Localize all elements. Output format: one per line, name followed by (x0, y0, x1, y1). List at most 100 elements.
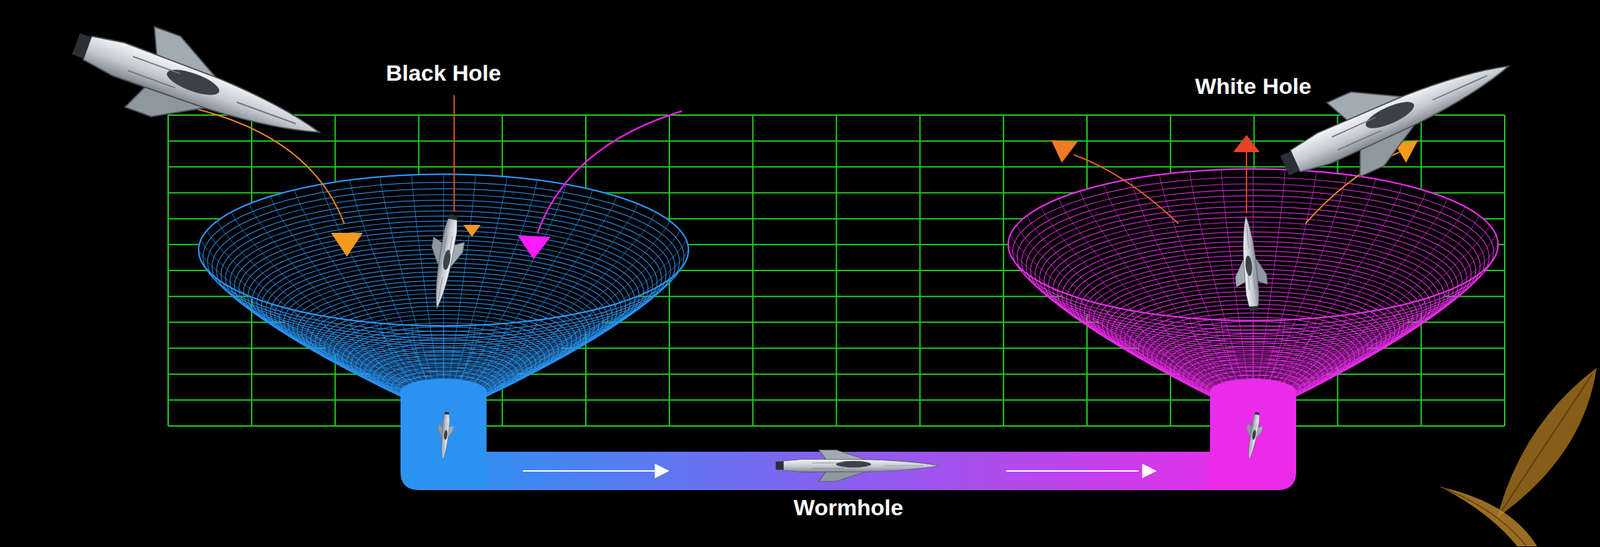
funnel-mesh-line (411, 325, 439, 406)
funnel-mesh-line (465, 184, 567, 382)
funnel-mesh-line (460, 320, 538, 406)
funnel-mesh-line (1283, 191, 1427, 384)
funnel-mesh-line (1130, 179, 1232, 382)
feather-watermark (1440, 487, 1538, 547)
funnel-mesh-line (1058, 198, 1219, 385)
grid-line (168, 399, 1505, 402)
direction-triangle (330, 233, 363, 257)
funnel-mesh-line (1258, 169, 1285, 380)
grid-line (168, 114, 1505, 116)
funnel-mesh-line (1221, 169, 1248, 380)
funnel-mesh-line (379, 323, 433, 406)
funnel-mesh-line (1253, 168, 1254, 380)
funnel-mesh-line (485, 270, 681, 397)
trajectory-line (188, 107, 345, 224)
funnel-mesh-line (448, 325, 476, 406)
funnel-mesh-line (448, 174, 476, 380)
funnel-mesh-line (1041, 207, 1217, 386)
funnel-mesh-line (1264, 171, 1317, 380)
funnel-mesh-line (1292, 215, 1480, 388)
funnel-mesh-line (1026, 274, 1214, 398)
funnel-mesh-line (1189, 171, 1242, 380)
spaceship (421, 212, 469, 312)
funnel-mesh-line (485, 230, 681, 389)
funnel-mesh-line (349, 180, 427, 380)
funnel-mesh-line (473, 196, 617, 384)
funnel-mesh-line (200, 260, 401, 395)
funnel-mesh-line (454, 176, 508, 380)
funnel-mesh-line (270, 196, 414, 384)
spaceship (61, 3, 335, 173)
funnel-mesh-line (1079, 191, 1223, 384)
funnel-mesh-line (1287, 198, 1448, 385)
funnel-mesh-line (454, 323, 508, 406)
funnel-mesh-line (1010, 254, 1211, 395)
funnel-mesh-line (1221, 320, 1248, 406)
funnel-mesh-line (443, 174, 445, 380)
node-title: Black Hole (198, 59, 689, 87)
spaceship (1229, 214, 1270, 313)
spaceship (1268, 29, 1526, 204)
spacetime-grid (168, 115, 1505, 427)
funnel-mesh-line (1274, 310, 1377, 404)
funnel-mesh-line (1290, 282, 1465, 400)
funnel-mesh-line (483, 221, 670, 388)
funnel-mesh-line (470, 189, 594, 382)
trajectory-line (453, 95, 455, 212)
funnel-mesh-line (198, 250, 401, 393)
trajectory-line (537, 111, 682, 234)
spaceship (434, 411, 455, 461)
funnel-neck (1210, 392, 1297, 491)
feather-watermark (1497, 368, 1597, 518)
funnel-mesh-line (321, 184, 423, 382)
direction-triangle (517, 235, 551, 260)
edge-label: Wormhole (793, 494, 904, 521)
funnel-mesh-line (231, 287, 407, 400)
funnel-mesh-line (486, 250, 689, 393)
funnel-mesh-line (1269, 174, 1348, 380)
funnel-mesh-line (294, 189, 418, 382)
node-title: White Hole (1008, 72, 1499, 100)
funnel-mesh-line (1292, 274, 1480, 398)
funnel-neck (400, 392, 487, 491)
funnel-rim (1008, 168, 1499, 321)
funnel-mesh-line (248, 296, 410, 401)
spaceship (1241, 411, 1266, 461)
funnel-mesh-line (1274, 179, 1377, 382)
funnel-rim (198, 174, 689, 326)
funnel-mesh-line (485, 260, 686, 395)
direction-triangle (463, 225, 481, 237)
direction-triangle (1394, 140, 1418, 163)
black-hole-funnel: Black Hole (198, 59, 689, 453)
funnel-mesh-line (411, 174, 439, 380)
funnel-mesh-line (1295, 235, 1496, 391)
trajectory-line (1245, 152, 1248, 214)
wormhole-tube (443, 452, 1254, 472)
funnel-mesh-line (1058, 291, 1219, 401)
funnel-mesh-line (1104, 184, 1228, 382)
funnel-mesh-line (485, 240, 686, 391)
trajectory-line (1073, 154, 1179, 224)
funnel-mesh-line (379, 176, 433, 380)
funnel-shape (198, 59, 689, 453)
funnel-mesh-line (1295, 254, 1496, 395)
funnel-mesh-line (217, 221, 404, 388)
trajectory-line (1305, 152, 1400, 224)
funnel-mesh-line (207, 270, 403, 397)
grid-line (168, 166, 1505, 168)
funnel-mesh-line (1258, 320, 1285, 406)
funnel-mesh-line (460, 180, 538, 380)
funnel-mesh-line (1159, 174, 1237, 380)
flow-arrow-shaft (1006, 470, 1139, 472)
spaceship (775, 450, 940, 482)
funnel-mesh-line (248, 203, 410, 385)
funnel-mesh-line (1026, 215, 1214, 388)
direction-triangle (1051, 140, 1078, 163)
grid-line (168, 425, 1505, 427)
direction-triangle (1233, 135, 1260, 153)
edge-label-holder: Wormhole (793, 494, 904, 521)
